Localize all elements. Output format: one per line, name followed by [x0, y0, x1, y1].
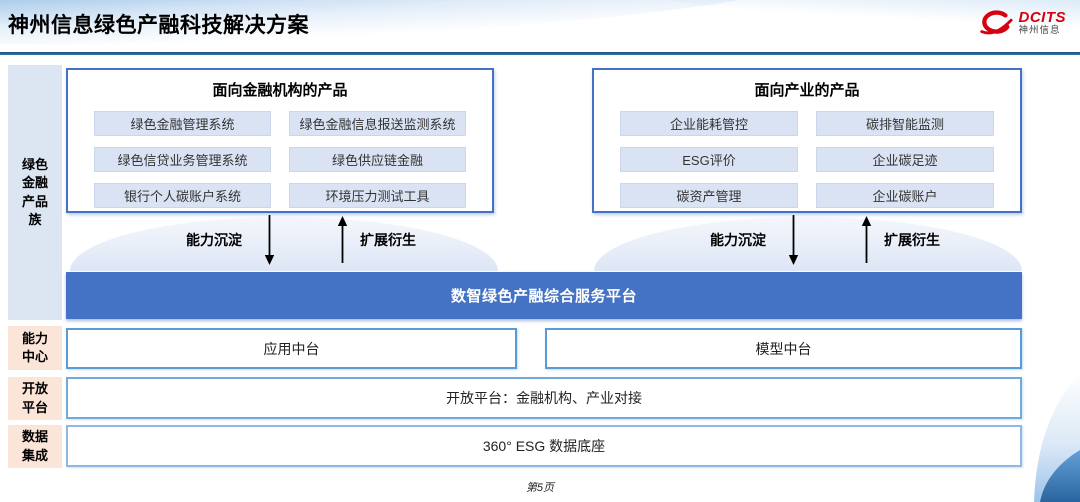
product-chip: 企业能耗管控: [620, 111, 798, 136]
page-title: 神州信息绿色产融科技解决方案: [8, 14, 309, 37]
product-chip: 企业碳足迹: [816, 147, 994, 172]
capability-settle-label: 能力沉淀: [186, 231, 242, 248]
sidebar-label: 数据集成: [21, 429, 48, 463]
product-chip: 绿色信贷业务管理系统: [94, 147, 271, 172]
logo-brand-text: DCITS: [1018, 9, 1066, 27]
product-group-industry: 面向产业的产品 企业能耗管控 碳排智能监测 ESG评价 企业碳足迹 碳资产管理 …: [592, 68, 1022, 213]
app-middle-platform-box: 应用中台: [66, 328, 517, 369]
esg-data-base-box: 360° ESG 数据底座: [66, 425, 1022, 467]
product-chip: 环境压力测试工具: [289, 183, 466, 208]
product-group-financial-institutions: 面向金融机构的产品 绿色金融管理系统 绿色金融信息报送监测系统 绿色信贷业务管理…: [66, 68, 494, 213]
sidebar-label: 绿色金融产品族: [21, 157, 48, 227]
product-chip: 企业碳账户: [816, 183, 994, 208]
capability-settle-label: 能力沉淀: [710, 231, 766, 248]
dcits-swirl-icon: [979, 10, 1013, 35]
sidebar-item-data-integration: 数据集成: [8, 425, 62, 468]
sidebar-item-open-platform: 开放平台: [8, 377, 62, 420]
flow-arrows-left: 能力沉淀 扩展衍生: [186, 213, 416, 266]
product-chip: 碳资产管理: [620, 183, 798, 208]
corner-swoosh-decoration: [1034, 372, 1080, 502]
arrow-up-icon: [337, 216, 348, 263]
flow-arrows-right: 能力沉淀 扩展衍生: [710, 213, 940, 266]
sidebar-label: 开放平台: [21, 381, 48, 415]
logo-sub-text: 神州信息: [1018, 24, 1061, 36]
expand-derive-label: 扩展衍生: [360, 231, 416, 248]
model-middle-platform-box: 模型中台: [545, 328, 1022, 369]
arrow-up-icon: [861, 216, 872, 263]
product-chip: 银行个人碳账户系统: [94, 183, 271, 208]
arrow-down-icon: [788, 214, 799, 265]
product-group-title: 面向产业的产品: [754, 82, 860, 99]
product-chip: 绿色供应链金融: [289, 147, 466, 172]
page-number: 第5页: [525, 482, 555, 494]
dcits-logo: DCITS 神州信息: [976, 8, 1067, 38]
sidebar-label: 能力中心: [21, 330, 48, 364]
product-chip: 绿色金融信息报送监测系统: [289, 111, 466, 136]
product-chip: ESG评价: [620, 147, 798, 172]
product-chip: 绿色金融管理系统: [94, 111, 271, 136]
product-chip-grid: 绿色金融管理系统 绿色金融信息报送监测系统 绿色信贷业务管理系统 绿色供应链金融…: [68, 100, 492, 208]
sidebar-item-capability-center: 能力中心: [8, 326, 62, 370]
product-chip: 碳排智能监测: [816, 111, 994, 136]
product-chip-grid: 企业能耗管控 碳排智能监测 ESG评价 企业碳足迹 碳资产管理 企业碳账户: [594, 100, 1020, 208]
open-platform-box: 开放平台：金融机构、产业对接: [66, 377, 1022, 419]
arrow-down-icon: [264, 214, 275, 265]
sidebar-item-green-finance-product-family: 绿色金融产品族: [8, 65, 62, 320]
expand-derive-label: 扩展衍生: [884, 231, 940, 248]
platform-banner: 数智绿色产融综合服务平台: [66, 272, 1022, 319]
header-divider: [0, 52, 1080, 55]
product-group-title: 面向金融机构的产品: [212, 82, 348, 99]
